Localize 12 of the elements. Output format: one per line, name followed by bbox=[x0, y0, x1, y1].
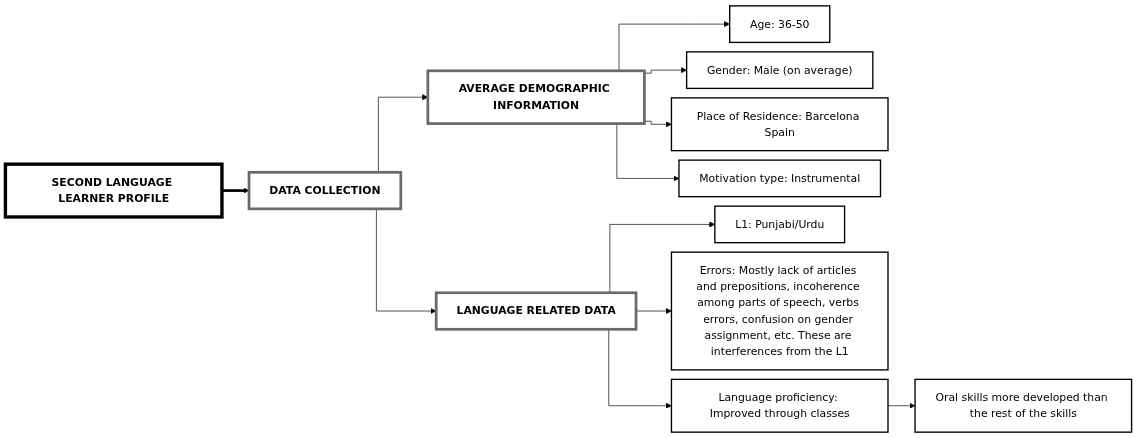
node-box: L1: Punjabi/Urdu bbox=[714, 205, 846, 244]
node-box: Oral skills more developed than the rest of the skills bbox=[914, 378, 1133, 433]
node-box: LANGUAGE RELATED DATA bbox=[434, 291, 638, 331]
node-box: DATA COLLECTION bbox=[247, 170, 403, 211]
node-box: Gender: Male (on average) bbox=[685, 51, 874, 90]
node-box: Place of Residence: Barcelona Spain bbox=[670, 97, 889, 152]
node-box: AVERAGE DEMOGRAPHIC INFORMATION bbox=[426, 69, 646, 125]
node-box: SECOND LANGUAGE LEARNER PROFILE bbox=[3, 162, 224, 219]
node-box: Age: 36-50 bbox=[729, 5, 831, 44]
node-box: Errors: Mostly lack of articles and prepositions, incoherence among parts of speech, verbs errors, confusion on gender assignment, etc. These are interferences from the L1 bbox=[670, 251, 889, 371]
node-box: Motivation type: Instrumental bbox=[678, 159, 882, 198]
node-box: Language proficiency: Improved through classes bbox=[670, 378, 889, 433]
